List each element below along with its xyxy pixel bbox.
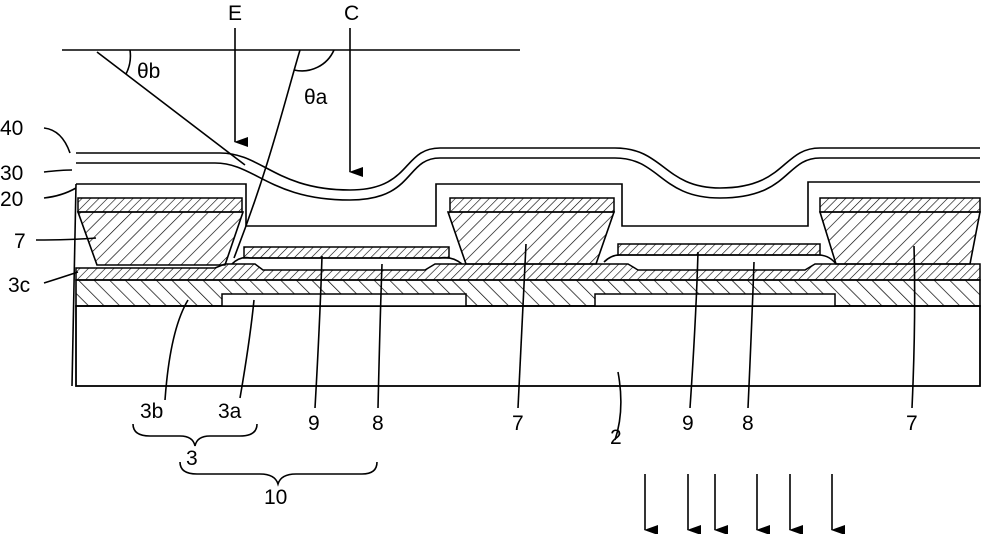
layer-8-left bbox=[232, 258, 462, 264]
layer-30 bbox=[76, 158, 980, 200]
bank-left bbox=[78, 212, 243, 265]
leader-3c bbox=[44, 272, 78, 283]
leader-30 bbox=[44, 170, 72, 172]
leader-20 bbox=[44, 188, 76, 198]
label-c: C bbox=[344, 2, 359, 25]
electrode-3a-right bbox=[595, 294, 835, 306]
label-3a: 3a bbox=[218, 400, 242, 423]
brace-3 bbox=[133, 424, 257, 446]
bank-right bbox=[820, 212, 980, 264]
layer-3b bbox=[76, 280, 980, 306]
leader-40 bbox=[44, 128, 70, 153]
substrate-layer bbox=[76, 306, 980, 386]
incident-ray-b bbox=[97, 52, 245, 165]
bank-middle bbox=[448, 212, 614, 264]
label-2: 2 bbox=[610, 426, 622, 449]
label-20: 20 bbox=[0, 188, 23, 211]
electrode-3a-left bbox=[222, 294, 466, 306]
label-7-right: 7 bbox=[906, 412, 918, 435]
label-theta-b: θb bbox=[137, 60, 160, 83]
brace-10 bbox=[180, 462, 377, 484]
label-3: 3 bbox=[186, 447, 198, 470]
label-7-mid: 7 bbox=[512, 412, 524, 435]
bank-cap-left bbox=[78, 198, 242, 212]
label-40: 40 bbox=[0, 117, 23, 140]
layer-9-right bbox=[618, 244, 820, 255]
bank-cap-right bbox=[820, 198, 980, 212]
layer-3c bbox=[76, 264, 980, 280]
label-7-left: 7 bbox=[14, 230, 26, 253]
label-3c: 3c bbox=[8, 274, 30, 297]
bank-cap-middle bbox=[450, 198, 614, 212]
angle-arc-b bbox=[126, 50, 130, 74]
label-8-left: 8 bbox=[372, 412, 384, 435]
label-3b: 3b bbox=[140, 400, 163, 423]
layer-8-right bbox=[604, 255, 836, 264]
label-theta-a: θa bbox=[304, 86, 328, 109]
label-30: 30 bbox=[0, 162, 23, 185]
label-8-right: 8 bbox=[742, 412, 754, 435]
leader-7-left bbox=[36, 238, 96, 240]
layer-9-left bbox=[244, 247, 449, 258]
label-e: E bbox=[228, 2, 242, 25]
label-9-right: 9 bbox=[682, 412, 694, 435]
label-10: 10 bbox=[264, 486, 287, 509]
angle-arc-a bbox=[294, 50, 334, 71]
label-9-left: 9 bbox=[308, 412, 320, 435]
